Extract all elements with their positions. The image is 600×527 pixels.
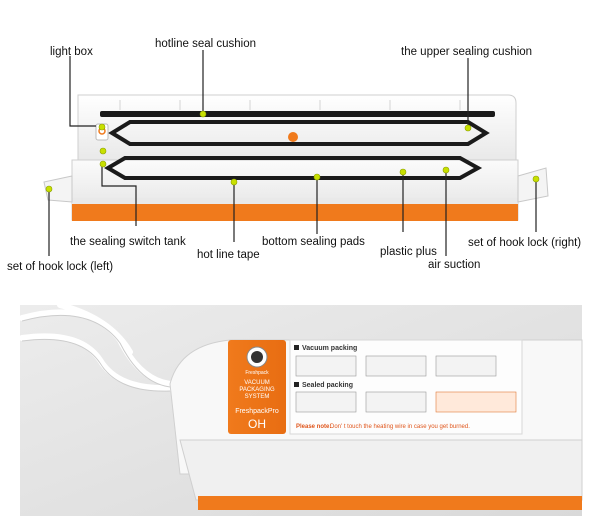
label-bottom-sealing-pads: bottom sealing pads xyxy=(262,236,365,248)
label-air-suction: air suction xyxy=(428,259,480,271)
sealer-open-view xyxy=(43,94,549,221)
panel-logo-text: Freshpack xyxy=(245,370,269,376)
label-light-box: light box xyxy=(50,46,93,58)
label-hot-line-tape: hot line tape xyxy=(197,249,260,261)
label-hotline-seal-cushion: hotline seal cushion xyxy=(155,38,256,50)
warning-text: Don' t touch the heating wire in case yo… xyxy=(330,424,470,430)
panel-system-line3: SYSTEM xyxy=(245,394,270,400)
panel-model: FreshpackPro xyxy=(235,408,279,415)
panel-mode: OH xyxy=(248,417,266,431)
label-upper-sealing-cushion: the upper sealing cushion xyxy=(401,46,532,58)
leader-lines xyxy=(48,50,537,256)
label-sealing-switch-tank: the sealing switch tank xyxy=(70,236,186,248)
panel-system-line2: PACKAGING xyxy=(239,387,275,393)
bottom-sealing-pads xyxy=(104,156,483,180)
label-hook-lock-right: set of hook lock (right) xyxy=(468,237,581,249)
power-cord xyxy=(19,302,173,392)
orange-base-stripe xyxy=(72,203,518,221)
device-orange-base xyxy=(198,496,582,510)
hook-lock-right xyxy=(517,167,549,203)
panel-system-line1: VACUUM xyxy=(244,380,270,386)
label-hook-lock-left: set of hook lock (left) xyxy=(7,261,113,273)
instruction-sheet xyxy=(289,339,523,435)
warning-prefix: Please note: xyxy=(296,424,331,430)
lid-logo-icon xyxy=(288,132,298,142)
control-panel xyxy=(228,340,286,434)
closed-device-photo: Freshpack VACUUM PACKAGING SYSTEM Freshp… xyxy=(19,302,583,516)
hook-lock-left xyxy=(43,175,73,203)
sealed-packing-heading: Sealed packing xyxy=(302,382,353,389)
vacuum-packing-heading: Vacuum packing xyxy=(302,345,357,352)
marker-dots xyxy=(45,110,540,193)
label-plastic-plus: plastic plus xyxy=(380,246,437,258)
hotline-seal-strip xyxy=(100,111,495,117)
